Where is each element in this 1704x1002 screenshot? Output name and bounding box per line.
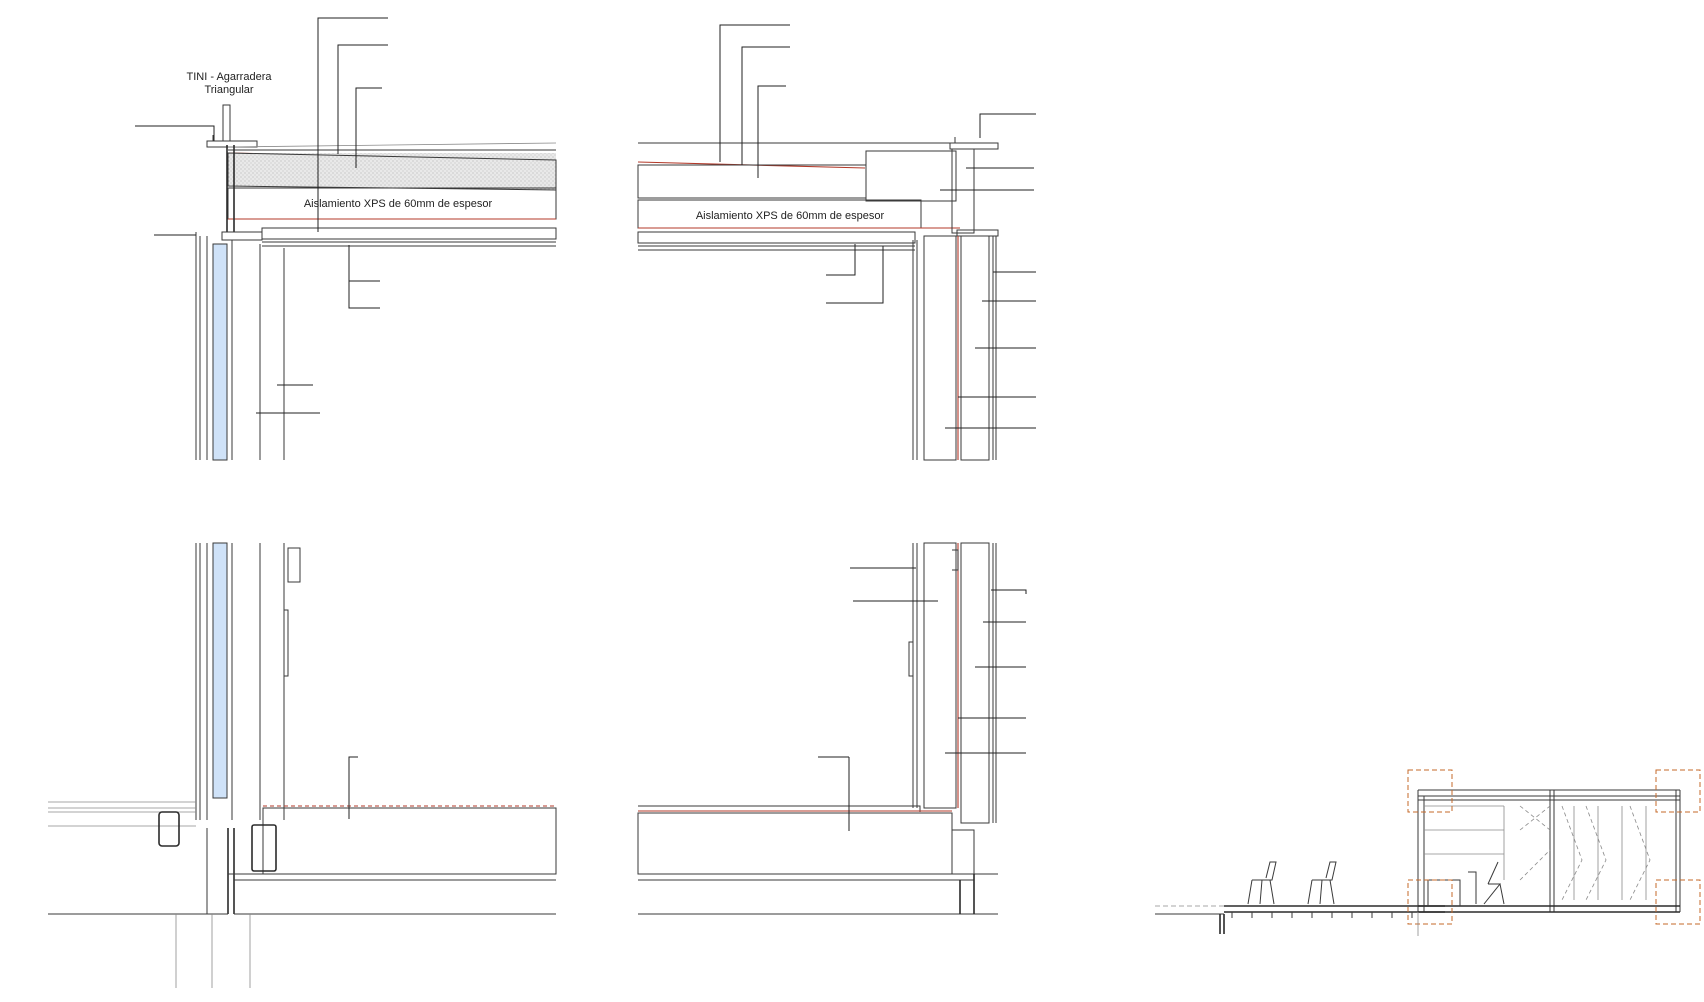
insulation-label-left: Aislamiento XPS de 60mm de espesor (304, 198, 493, 210)
steel-column-top-left (226, 145, 235, 232)
leader-tr-2 (741, 46, 790, 165)
callout-box-bottom-right (1655, 879, 1701, 925)
leader-tl-2 (337, 44, 388, 154)
key-section-overview (1155, 769, 1701, 936)
leader-tl-1 (317, 17, 388, 232)
floor-slab-left (262, 807, 557, 875)
leader-tr-7 (826, 246, 884, 304)
exterior-deck (48, 801, 196, 827)
chair-icon (1247, 861, 1277, 905)
leader-bl-1 (348, 756, 358, 819)
key-deck (1224, 905, 1445, 913)
detail-top-right: Aislamiento XPS de 60mm de espesor (637, 24, 1036, 461)
key-office-chair (1468, 861, 1505, 905)
parapet-cap (206, 140, 258, 148)
chair-icon (1307, 861, 1337, 905)
ceiling-wool-left (261, 227, 557, 240)
deck-joist-clip (158, 811, 180, 847)
parapet-block (865, 150, 957, 202)
handle-label-line1: TINI - Agarradera (187, 71, 273, 83)
roof-slope-layer-right (637, 164, 867, 199)
callout-box-bottom-left (1407, 879, 1453, 925)
leader-tr-cap (979, 113, 1036, 138)
floor-slab-right (637, 812, 953, 875)
leader-tr-1 (719, 24, 790, 162)
callout-box-top-left (1407, 769, 1453, 813)
wall-wool-top-right (923, 235, 957, 461)
key-walls (1417, 790, 1681, 912)
floor-clip (251, 824, 277, 872)
detail-bottom-right (637, 542, 1027, 915)
leader-tl-cap (135, 125, 215, 141)
insulation-label-right: Aislamiento XPS de 60mm de espesor (696, 210, 885, 222)
wall-board-bottom-right (960, 542, 990, 824)
callout-box-top-right (1655, 769, 1701, 813)
window-frame-left (195, 232, 208, 460)
handle-label-line2: Triangular (204, 84, 253, 96)
wall-wool-bottom-right (923, 542, 957, 809)
leader-tl-4 (348, 245, 380, 282)
leader-br-4 (991, 589, 1027, 594)
glazing-top (212, 243, 228, 461)
leader-tl-3 (355, 87, 382, 168)
leader-tl-5 (348, 245, 380, 309)
detail-bottom-left (48, 542, 557, 988)
handle-post (222, 104, 231, 142)
window-frame-bottom (195, 543, 208, 820)
leader-tr-3 (757, 85, 786, 178)
steel-column-bottom-right (951, 829, 975, 875)
glazing-bottom (212, 542, 228, 799)
steel-column-top-right (951, 148, 975, 234)
foundation-posts (175, 914, 251, 988)
steel-column-bottom-left (227, 828, 235, 914)
parapet-cap-right (949, 142, 999, 150)
ceiling-wool-right (637, 231, 916, 244)
key-desk (1427, 879, 1461, 906)
detail-top-left: TINI - Agarradera Triangular Aislamiento… (135, 17, 557, 461)
key-roof (1418, 789, 1680, 801)
leader-tr-6 (826, 244, 856, 276)
